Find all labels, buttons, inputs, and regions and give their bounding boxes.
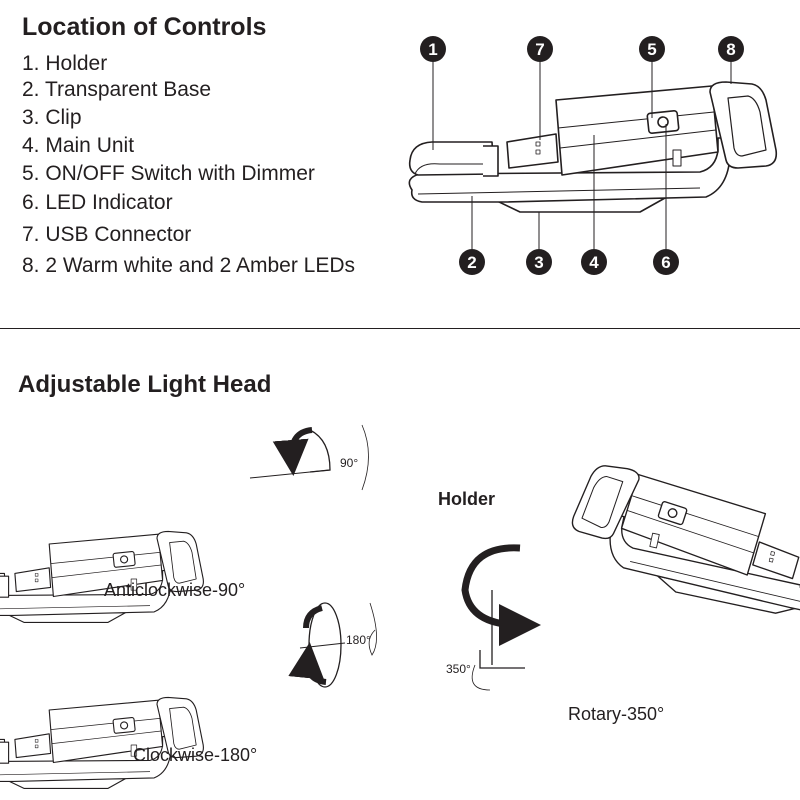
rotate-arrow-icon [288,642,327,685]
rotate-arrow-icon [303,605,323,629]
svg-text:4: 4 [589,253,599,272]
control-item-led-indicator: 6. LED Indicator [22,191,173,214]
badge-2: 2 [459,249,485,275]
control-item-transparent-base: 2. Transparent Base [22,78,212,101]
badge-4: 4 [581,249,607,275]
lamp-clockwise-180 [0,602,377,789]
badge-6: 6 [653,249,679,275]
svg-text:6: 6 [661,253,670,272]
section-title-location-of-controls: Location of Controls [22,13,267,41]
caption-clockwise-180: Clockwise-180° [133,745,258,765]
svg-text:2: 2 [467,253,476,272]
badge-7: 7 [527,36,553,62]
section-divider [0,328,800,329]
badge-8: 8 [718,36,744,62]
svg-text:1: 1 [428,40,437,59]
badge-3: 3 [526,249,552,275]
angle-350-label: 350° [446,662,471,676]
badge-5: 5 [639,36,665,62]
lamp-anticlockwise-90 [0,424,369,623]
angle-180-label: 180° [346,633,371,647]
control-item-switch: 5. ON/OFF Switch with Dimmer [22,162,315,185]
control-item-holder: 1. Holder [22,52,108,75]
rotate-arrow-icon [461,544,541,646]
control-item-leds: 8. 2 Warm white and 2 Amber LEDs [22,254,356,277]
caption-anticlockwise-90: Anticlockwise-90° [104,580,246,600]
control-item-main-unit: 4. Main Unit [22,134,135,157]
svg-text:7: 7 [535,40,544,59]
control-item-clip: 3. Clip [22,106,82,129]
angle-90-label: 90° [340,456,358,470]
badge-1: 1 [420,36,446,62]
lamp-rotary-350 [461,459,800,691]
rotation-disc [309,429,331,473]
holder-label: Holder [438,489,496,509]
section-title-adjustable-light-head: Adjustable Light Head [18,371,272,398]
leader-lines [432,62,732,249]
control-item-usb-connector: 7. USB Connector [22,223,192,246]
svg-text:5: 5 [647,40,656,59]
rotate-arrow-icon [272,427,313,476]
svg-text:3: 3 [534,253,543,272]
caption-rotary-350: Rotary-350° [568,704,665,724]
svg-text:8: 8 [726,40,735,59]
lamp-diagram-labeled [408,62,778,249]
